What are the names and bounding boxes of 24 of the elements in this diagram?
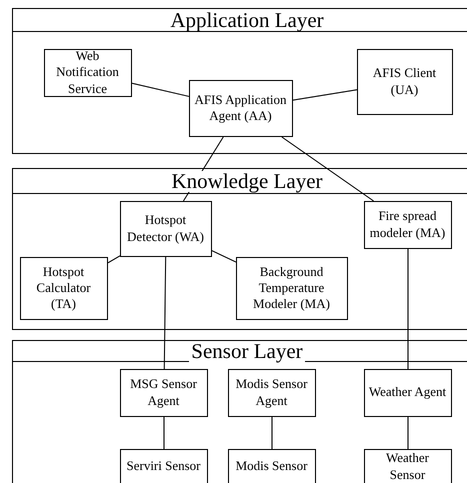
layer-title: Knowledge Layer	[169, 170, 325, 192]
layer-title: Application Layer	[168, 10, 326, 30]
layer-panel	[12, 168, 467, 330]
connector-line	[292, 89, 358, 101]
layer-panel	[12, 340, 467, 483]
agent-box: Modis Sensor Agent	[228, 368, 316, 416]
agent-box: Weather Sensor	[364, 448, 452, 483]
agent-box: Hotspot Detector (WA)	[120, 200, 212, 256]
agent-box: Modis Sensor	[228, 448, 316, 483]
agent-box: Background Temperature Modeler (MA)	[236, 256, 348, 320]
agent-box: Hotspot Calculator (TA)	[20, 256, 108, 320]
connector-line	[281, 136, 374, 202]
connector-line	[164, 256, 166, 370]
agent-box: AFIS Application Agent (AA)	[188, 80, 292, 136]
layer-panel	[12, 8, 467, 154]
agent-box: AFIS Client (UA)	[356, 48, 452, 114]
agent-box: Fire spread modeler (MA)	[364, 200, 452, 248]
agent-box: Web Notification Service	[44, 48, 132, 96]
agent-box: Serviri Sensor	[120, 448, 208, 483]
agent-box: MSG Sensor Agent	[120, 368, 208, 416]
connector-line	[212, 250, 236, 263]
connector-line	[108, 255, 120, 264]
agent-box: Weather Agent	[364, 368, 452, 416]
connector-line	[132, 82, 190, 97]
